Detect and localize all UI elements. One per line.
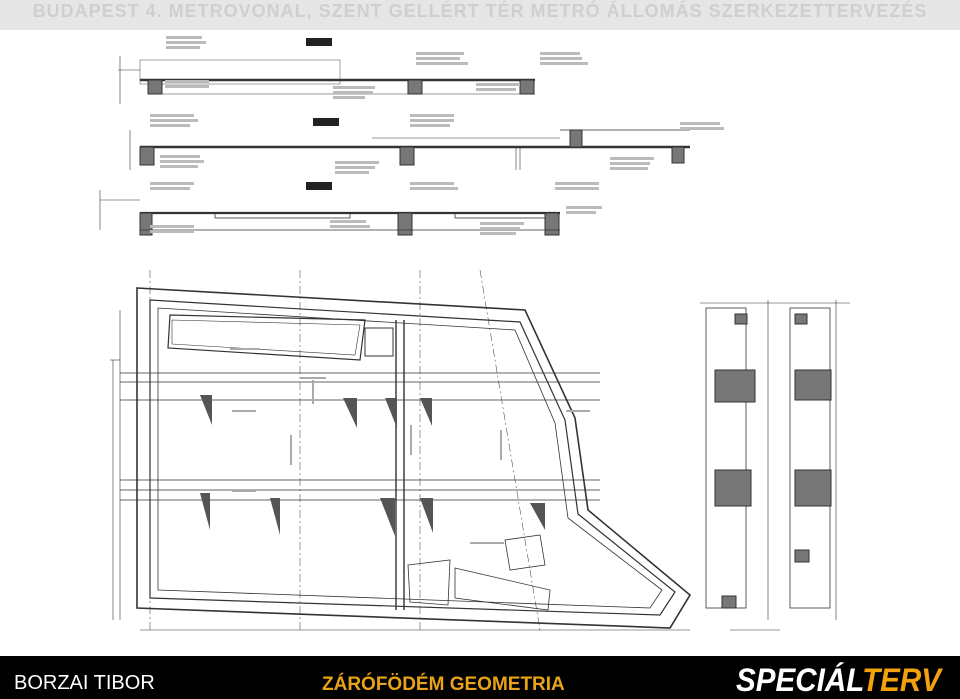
section-markers bbox=[306, 38, 339, 190]
section-detail bbox=[700, 300, 850, 631]
section-2 bbox=[129, 129, 690, 170]
annotation-blocks bbox=[150, 36, 724, 235]
drawing-subject: ZÁRÓFÖDÉM GEOMETRIA bbox=[322, 674, 565, 695]
title-bar bbox=[0, 0, 960, 30]
section-drawings bbox=[99, 36, 724, 236]
company-logo: SPECIÁLTERV bbox=[736, 662, 943, 696]
author-name: BORZAI TIBOR bbox=[14, 672, 155, 694]
logo-accent: TERV bbox=[862, 662, 943, 696]
floor-plan-dimensions bbox=[230, 348, 590, 544]
svg-text:SPECIÁLTERV: SPECIÁLTERV bbox=[736, 662, 943, 696]
footer-bar bbox=[0, 656, 960, 699]
engineering-drawing bbox=[99, 36, 850, 631]
section-3 bbox=[99, 190, 560, 236]
page-title: BUDAPEST 4. METROVONAL, SZENT GELLÉRT TÉ… bbox=[32, 1, 928, 21]
floor-plan bbox=[110, 269, 692, 631]
floor-plan-hatching bbox=[200, 395, 545, 536]
logo-primary: SPECIÁL bbox=[736, 662, 863, 696]
